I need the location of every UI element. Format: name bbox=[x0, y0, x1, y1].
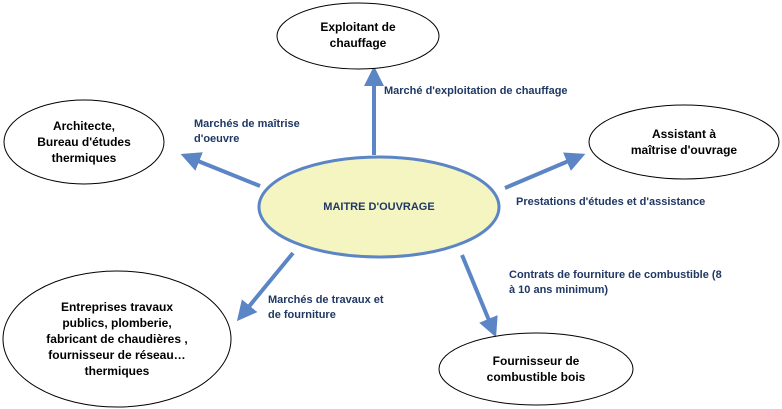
assistant-node-label: Assistant à maîtrise d'ouvrage bbox=[630, 127, 738, 157]
assistant-node-shape bbox=[588, 104, 780, 180]
edge-label-combustible: Contrats de fourniture de combustible (8… bbox=[509, 269, 722, 296]
arrow-to-assistant bbox=[504, 152, 586, 190]
arrow-to-architecte bbox=[180, 152, 261, 188]
edge-label-travaux: Marchés de travaux et de fourniture bbox=[268, 294, 384, 321]
center-node-label: MAITRE D'OUVRAGE bbox=[323, 201, 435, 213]
center-node-shape bbox=[257, 155, 501, 259]
arrow-to-fournisseur bbox=[460, 254, 498, 338]
architecte-node-shape bbox=[3, 99, 165, 185]
exploitant-node-shape bbox=[276, 2, 440, 70]
edge-label-maitrise-oeuvre: Marchés de maîtrise d'oeuvre bbox=[194, 118, 300, 145]
architecte-node-label: Architecte, Bureau d'études thermiques bbox=[37, 119, 131, 165]
edge-label-etudes-assistance: Prestations d'études et d'assistance bbox=[516, 196, 706, 208]
fournisseur-node-label: Fournisseur de combustible bois bbox=[486, 354, 586, 384]
entreprises-node-label: Entreprises travaux publics, plomberie, … bbox=[46, 300, 188, 378]
fournisseur-node-shape bbox=[438, 332, 634, 406]
arrow-to-entreprises bbox=[236, 251, 295, 322]
exploitant-node-label: Exploitant de chauffage bbox=[320, 20, 396, 50]
entreprises-node-shape bbox=[2, 270, 232, 408]
edge-label-exploitation: Marché d'exploitation de chauffage bbox=[384, 85, 568, 97]
